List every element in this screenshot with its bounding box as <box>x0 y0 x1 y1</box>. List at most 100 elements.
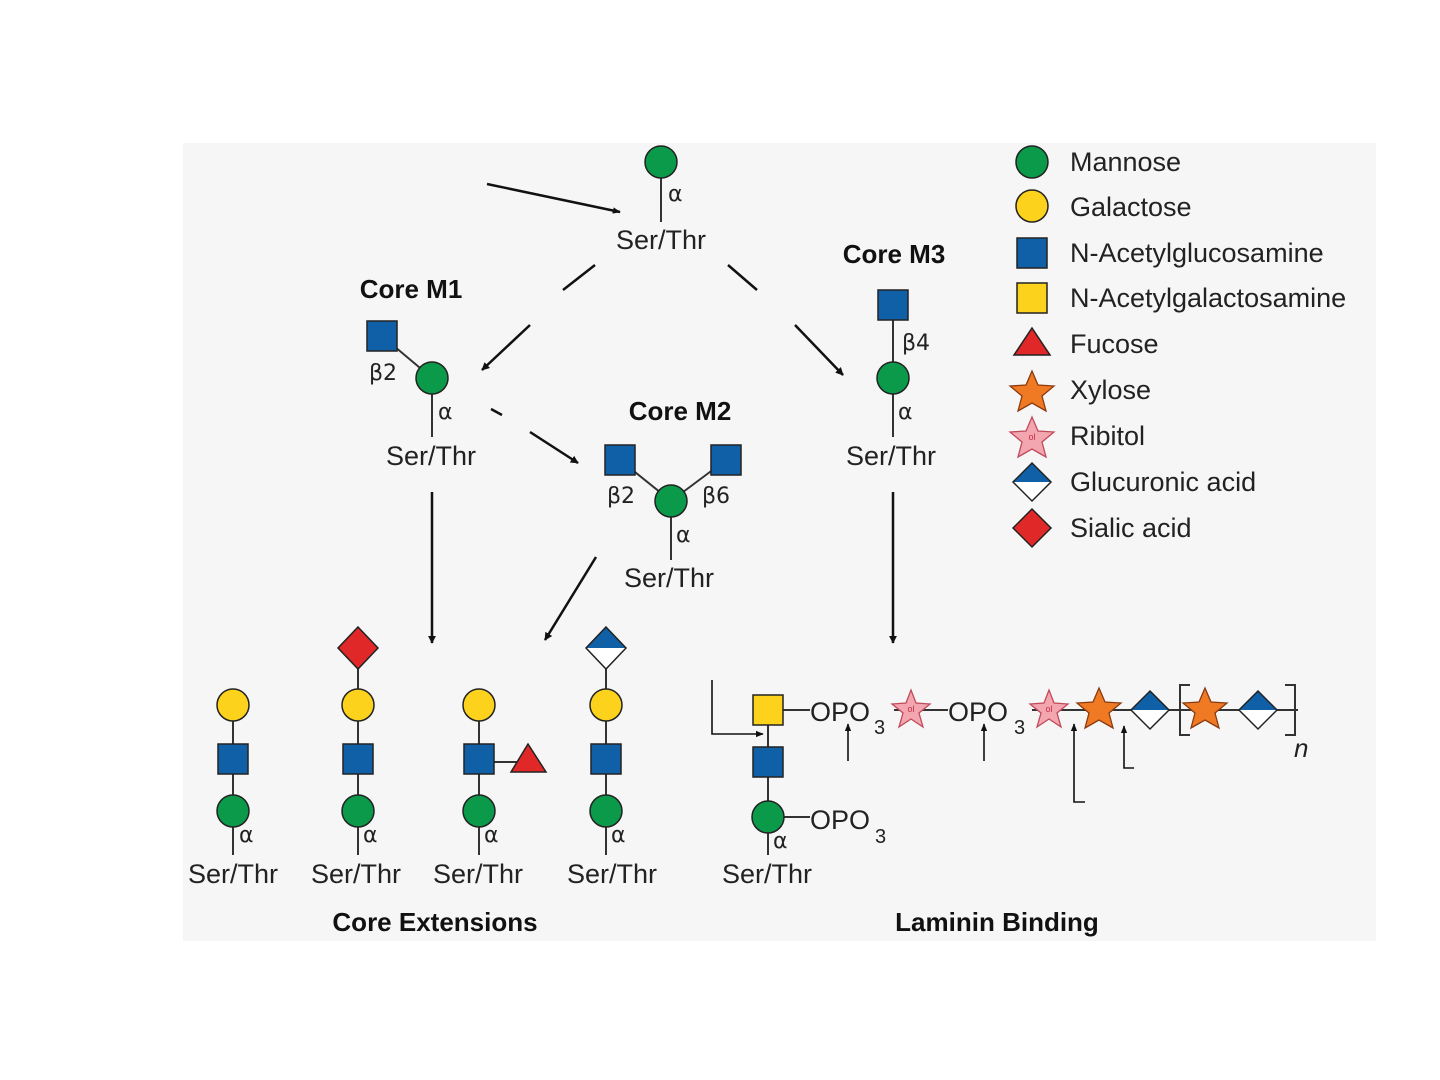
galactose-circle-icon <box>342 689 374 721</box>
ser-thr-label: Ser/Thr <box>188 859 278 889</box>
core-extension-3: α Ser/Thr <box>433 689 546 889</box>
legend-item-ribitol: ol Ribitol <box>1010 417 1145 457</box>
legend-item-sialic: Sialic acid <box>1013 509 1192 547</box>
linkage-alpha: α <box>676 523 691 548</box>
ser-thr-label: Ser/Thr <box>311 859 401 889</box>
xylose-star-icon <box>1077 688 1121 728</box>
legend-label: Xylose <box>1070 375 1151 405</box>
phosphate-label: OPO <box>948 697 1008 727</box>
legend-item-galnac: N-Acetylgalactosamine <box>1017 283 1346 313</box>
arrow-to-m3-upper <box>728 265 757 290</box>
phosphate-label: OPO <box>810 805 870 835</box>
galactose-circle-icon <box>1016 190 1048 222</box>
linkage-beta6: β6 <box>702 484 730 509</box>
linkage-alpha: α <box>438 400 453 425</box>
repeat-count-n: n <box>1294 733 1308 763</box>
legend-item-fucose: Fucose <box>1014 328 1159 359</box>
galnac-square-icon <box>753 695 783 725</box>
ser-thr-label: Ser/Thr <box>616 225 706 255</box>
xylose-star-icon <box>1010 371 1054 411</box>
legend-label: Ribitol <box>1070 421 1145 451</box>
glcnac-square-icon <box>753 747 783 777</box>
glcnac-square-icon <box>711 445 741 475</box>
linkage-alpha: α <box>773 829 788 854</box>
fucose-triangle-icon <box>1014 328 1050 355</box>
phosphate-subscript: 3 <box>1014 717 1025 739</box>
galnac-square-icon <box>1017 283 1047 313</box>
enzyme-pointer-xylose <box>1074 724 1085 802</box>
galactose-circle-icon <box>463 689 495 721</box>
xylose-star-icon <box>1183 688 1227 728</box>
ribitol-ol-label: ol <box>1028 432 1035 442</box>
glucuronic-diamond-icon <box>1239 691 1277 729</box>
arrow-m1-to-m2 <box>530 432 578 463</box>
mannose-circle-icon <box>416 362 448 394</box>
ser-thr-label: Ser/Thr <box>722 859 812 889</box>
legend-label: Galactose <box>1070 192 1192 222</box>
glcnac-square-icon <box>605 445 635 475</box>
galactose-circle-icon <box>590 689 622 721</box>
mannose-circle-icon <box>877 362 909 394</box>
core-m1: Core M1 β2 α Ser/Thr <box>360 274 476 471</box>
laminin-binding-chain: α Ser/Thr OPO 3 OPO 3 ol OPO 3 ol n <box>722 685 1308 889</box>
linkage-alpha: α <box>484 823 499 848</box>
mannose-circle-icon <box>1016 146 1048 178</box>
legend-label: Sialic acid <box>1070 513 1192 543</box>
linkage-alpha: α <box>611 823 626 848</box>
phosphate-subscript: 3 <box>874 717 885 739</box>
ser-thr-label: Ser/Thr <box>624 563 714 593</box>
ser-thr-label: Ser/Thr <box>567 859 657 889</box>
ser-thr-label: Ser/Thr <box>433 859 523 889</box>
ser-thr-label: Ser/Thr <box>846 441 936 471</box>
linkage-alpha: α <box>239 823 254 848</box>
ribitol-ol-label: ol <box>1045 704 1052 714</box>
linkage-beta2: β2 <box>607 484 635 509</box>
ser-thr-label: Ser/Thr <box>386 441 476 471</box>
core-extension-4: α Ser/Thr <box>567 627 657 889</box>
legend-item-xylose: Xylose <box>1010 371 1151 411</box>
legend-label: Mannose <box>1070 147 1181 177</box>
linkage-alpha: α <box>898 400 913 425</box>
linkage-alpha: α <box>668 182 683 207</box>
enzyme-pointer-glca <box>1124 726 1134 768</box>
glcnac-square-icon <box>878 290 908 320</box>
arrow-m1-to-m2-dash <box>491 409 502 415</box>
phosphate-label: OPO <box>810 697 870 727</box>
legend-item-galactose: Galactose <box>1016 190 1192 222</box>
legend: Mannose Galactose N-Acetylglucosamine N-… <box>1010 146 1346 547</box>
mannose-circle-icon <box>645 146 677 178</box>
linkage-beta4: β4 <box>902 331 930 356</box>
glucuronic-diamond-icon <box>1013 463 1051 501</box>
mannose-circle-icon <box>655 485 687 517</box>
core-m3-title: Core M3 <box>843 239 946 269</box>
legend-label: Glucuronic acid <box>1070 467 1256 497</box>
glcnac-square-icon <box>367 321 397 351</box>
legend-item-mannose: Mannose <box>1016 146 1181 178</box>
ribitol-ol-label: ol <box>907 704 914 714</box>
legend-item-glucuronic: Glucuronic acid <box>1013 463 1256 501</box>
sialic-diamond-icon <box>1013 509 1051 547</box>
laminin-binding-title: Laminin Binding <box>895 907 1099 937</box>
legend-label: N-Acetylgalactosamine <box>1070 283 1346 313</box>
fucose-triangle-icon <box>511 744 546 772</box>
core-m1-title: Core M1 <box>360 274 463 304</box>
legend-label: N-Acetylglucosamine <box>1070 238 1324 268</box>
linkage-alpha: α <box>363 823 378 848</box>
phosphate-subscript: 3 <box>875 826 886 848</box>
arrow-to-m3 <box>795 325 843 375</box>
glcnac-square-icon <box>218 744 248 774</box>
sialic-diamond-icon <box>338 627 378 669</box>
legend-label: Fucose <box>1070 329 1159 359</box>
arrow-to-m1-upper <box>563 265 595 290</box>
core-m2: Core M2 β2 β6 α Ser/Thr <box>605 396 741 593</box>
glcnac-square-icon <box>591 744 621 774</box>
core-extensions-title: Core Extensions <box>332 907 537 937</box>
glucuronic-diamond-icon <box>1131 691 1169 729</box>
glcnac-square-icon <box>1017 238 1047 268</box>
glcnac-square-icon <box>343 744 373 774</box>
core-m2-title: Core M2 <box>629 396 732 426</box>
glcnac-square-icon <box>464 744 494 774</box>
glucuronic-diamond-icon <box>586 627 626 669</box>
entry-arrow <box>487 184 620 212</box>
linkage-beta2: β2 <box>369 361 397 386</box>
